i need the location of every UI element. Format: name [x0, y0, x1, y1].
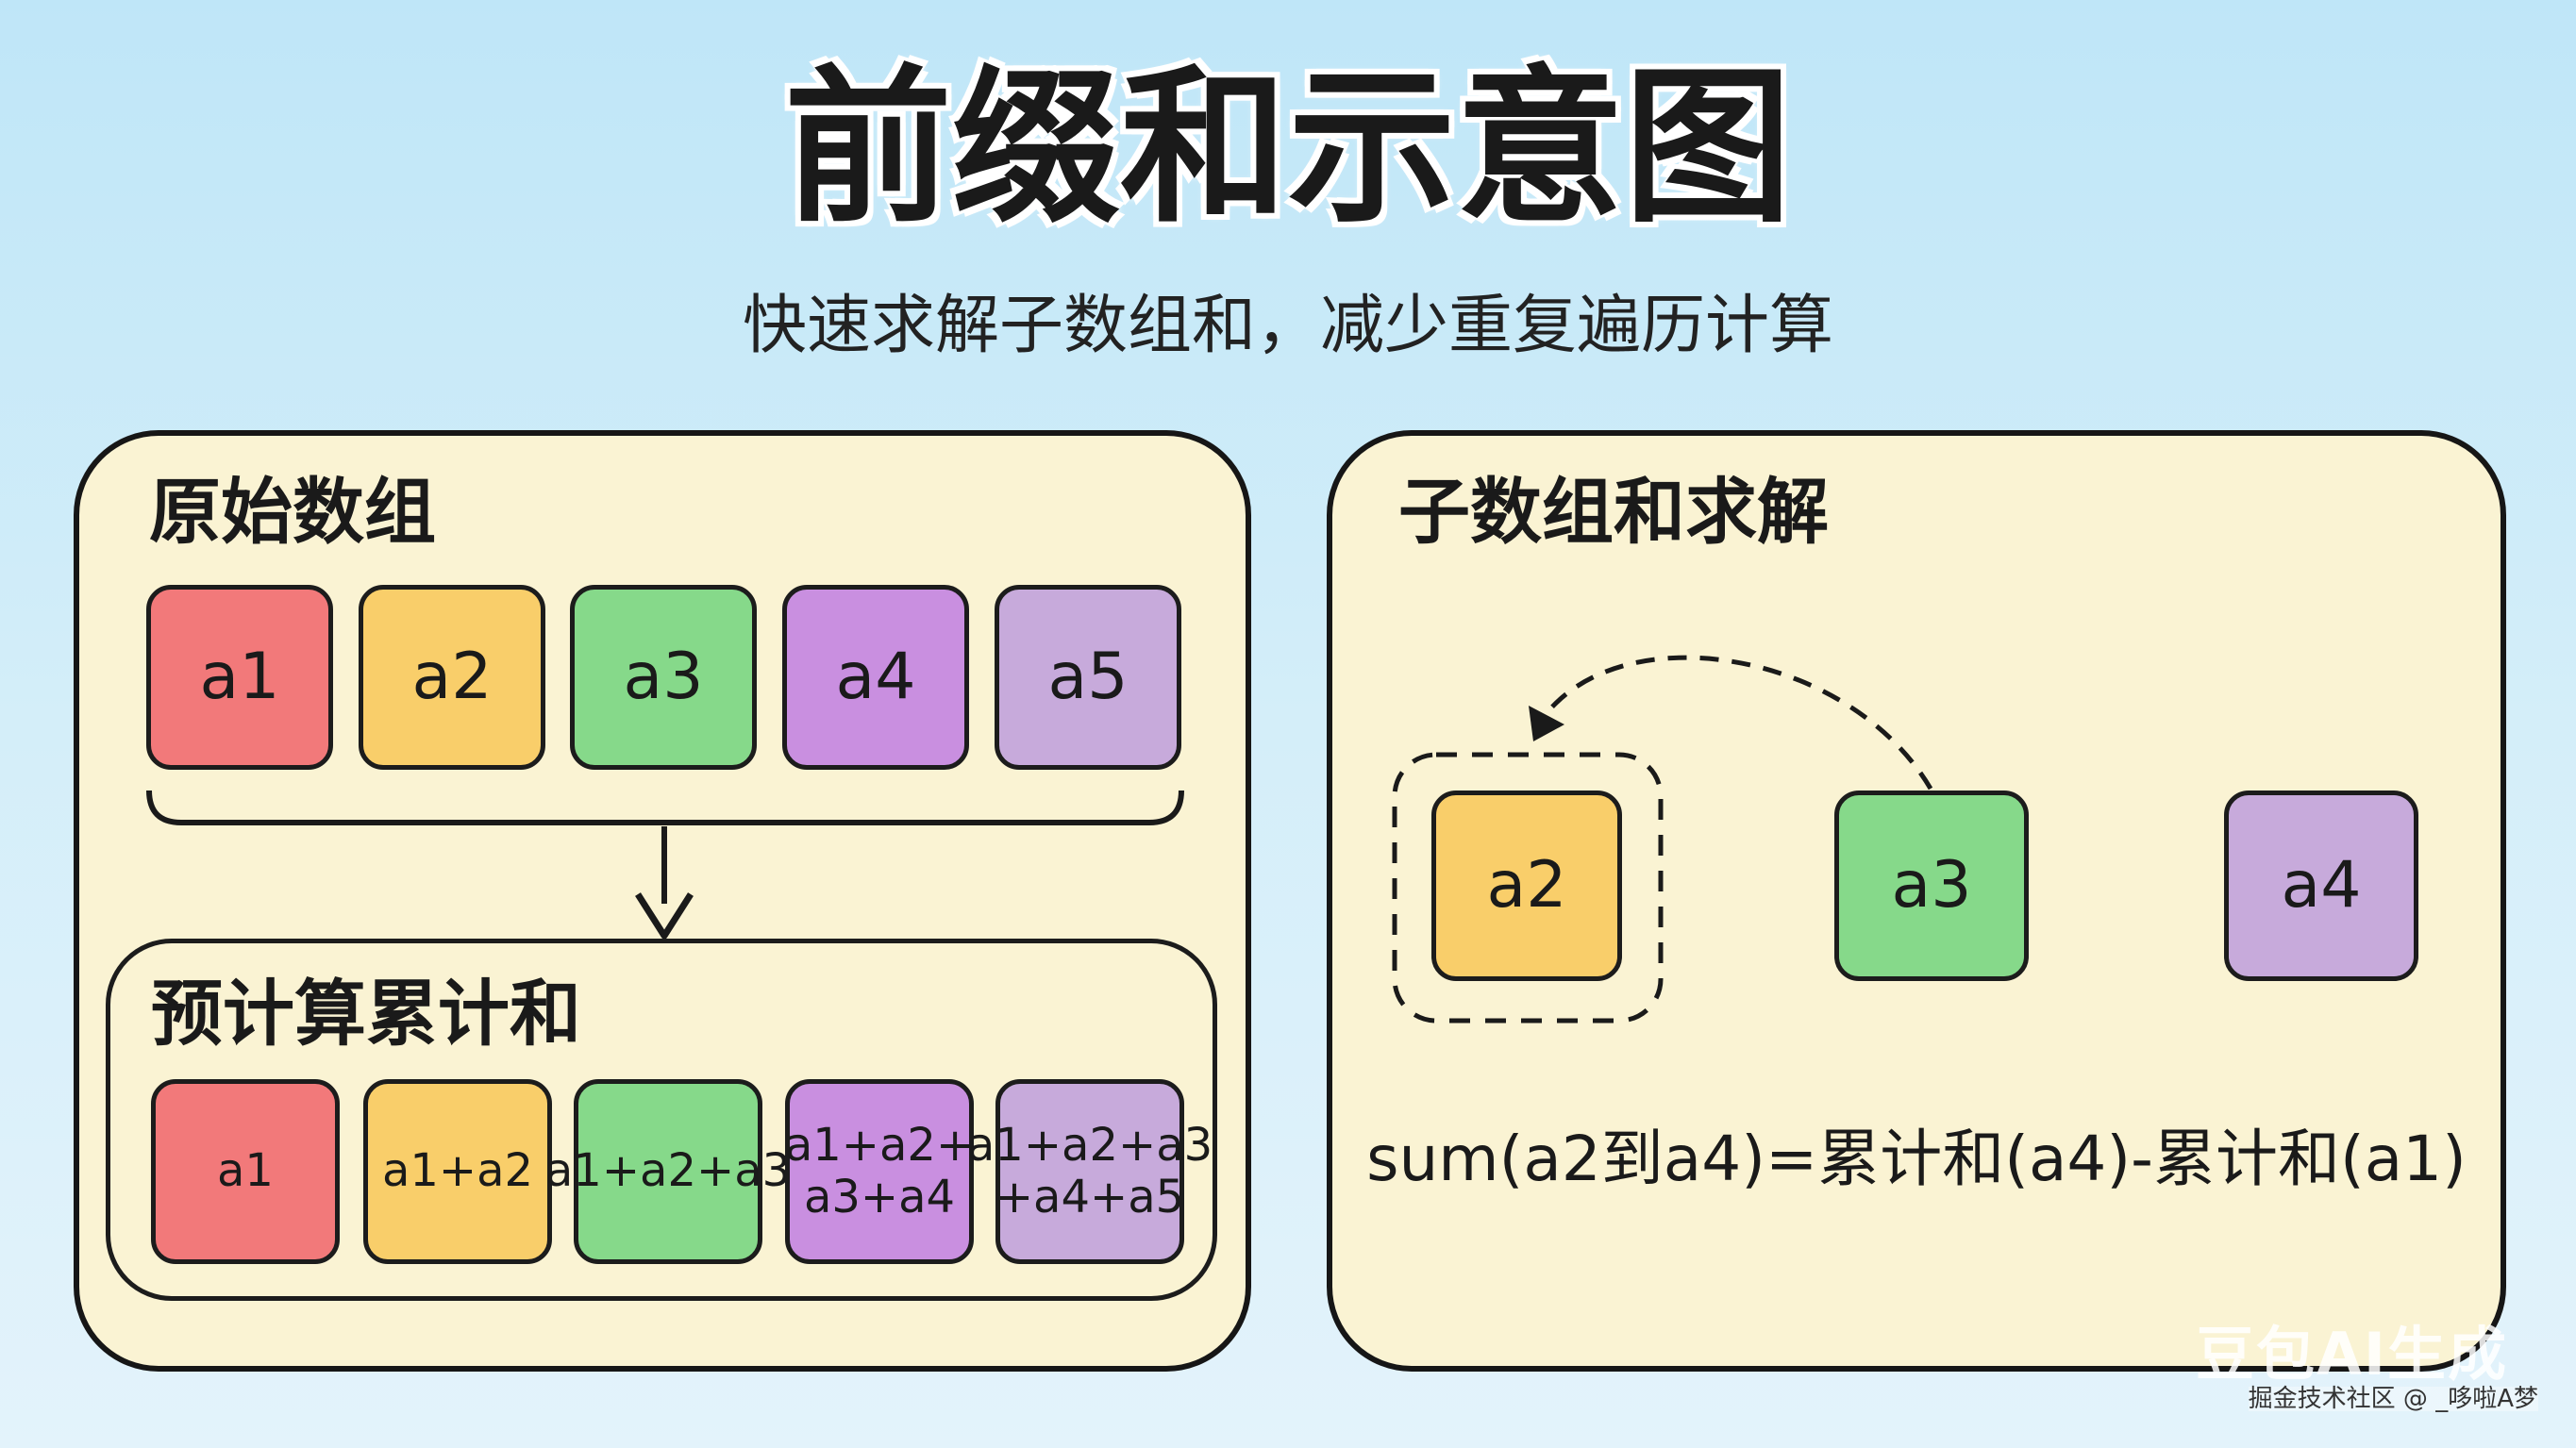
- original-cell-a2: a2: [359, 585, 545, 770]
- prefix-cell-5: a1+a2+a3+a4+a5: [967, 1079, 1213, 1264]
- prefix-cell-1-line1: a1: [217, 1144, 274, 1198]
- dashed-selection-box: [1392, 752, 1664, 1024]
- prefix-sum-panel: [106, 939, 1217, 1301]
- prefix-cell-1: a1: [151, 1079, 340, 1264]
- prefix-cell-4-line1: a1+a2+: [784, 1118, 975, 1172]
- original-cell-a5: a5: [995, 585, 1181, 770]
- prefix-cell-2-line1: a1+a2: [381, 1144, 534, 1198]
- prefix-cell-4-line2: a3+a4: [803, 1171, 956, 1223]
- subarray-cell-a4: a4: [2224, 791, 2418, 981]
- prefix-cell-3-line1: a1+a2+a3: [544, 1144, 792, 1198]
- original-cell-a4: a4: [782, 585, 969, 770]
- page-subtitle: 快速求解子数组和，减少重复遍历计算: [742, 289, 1833, 363]
- prefix-cell-3: a1+a2+a3: [545, 1079, 791, 1264]
- down-arrow-head: [635, 892, 694, 940]
- original-cell-a3: a3: [570, 585, 757, 770]
- dashed-curved-arrow: [1542, 655, 1933, 791]
- prefix-cell-5-line2: +a4+a5: [995, 1171, 1185, 1223]
- watermark-logo: 豆包AI生成: [2195, 1320, 2508, 1389]
- curved-arrow-head: [1529, 706, 1564, 741]
- prefix-cell-5-line1: a1+a2+a3: [966, 1118, 1213, 1172]
- subarray-sum-title: 子数组和求解: [1398, 470, 1829, 554]
- original-cell-a1: a1: [146, 585, 333, 770]
- page-title: 前缀和示意图: [784, 50, 1792, 245]
- original-array-title: 原始数组: [149, 470, 436, 554]
- subarray-cell-a2: a2: [1431, 791, 1622, 981]
- grouping-brace: [146, 790, 1184, 825]
- watermark-credit: 掘金技术社区 @ _哆啦A梦: [2248, 1385, 2538, 1413]
- prefix-cell-2: a1+a2: [363, 1079, 552, 1264]
- subarray-sum-formula: sum(a2到a4)=累计和(a4)-累计和(a1): [1366, 1123, 2467, 1195]
- prefix-sum-title: 预计算累计和: [151, 972, 581, 1056]
- prefix-cell-4: a1+a2+a3+a4: [785, 1079, 974, 1264]
- subarray-cell-a3: a3: [1834, 791, 2029, 981]
